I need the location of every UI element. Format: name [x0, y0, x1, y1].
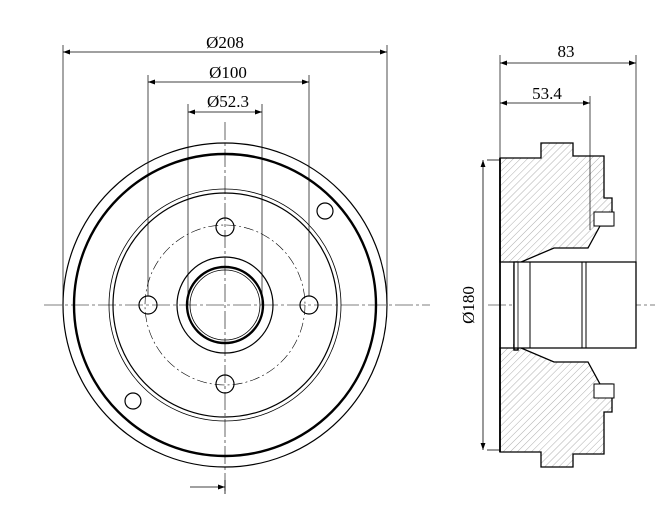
side-dimension-lines [480, 60, 636, 450]
front-extension-lines [62, 45, 388, 305]
bolt-hole-bottom [215, 374, 235, 394]
side-extension-lines [499, 55, 637, 262]
bolt-hole-top [215, 217, 235, 237]
center-bore-circle [185, 265, 265, 345]
adjuster-hole-lower-left [124, 392, 142, 410]
bolt-circle [144, 224, 306, 386]
drum-braking-surface-circle [72, 152, 378, 458]
center-bore-inner-circle [189, 269, 261, 341]
front-view [44, 45, 430, 494]
bolt-circle-label: Ø100 [209, 63, 247, 82]
hub-outer-circle [176, 256, 274, 354]
section-lower-body [499, 344, 613, 468]
drum-inner-circle [112, 192, 338, 418]
front-center-lines [44, 122, 430, 492]
side-view [480, 55, 655, 468]
outer-diameter-label: Ø208 [206, 33, 244, 52]
center-bore-label: Ø52.3 [207, 92, 249, 111]
overall-width-label: 83 [558, 42, 575, 61]
front-dimension-lines [63, 49, 387, 494]
section-hub-bore [513, 261, 637, 349]
stud-hole-upper [593, 211, 615, 227]
flange-offset-label: 53.4 [532, 84, 562, 103]
adjuster-hole-upper-right [316, 202, 334, 220]
hub-flange-circle [108, 188, 342, 422]
drum-inner-diameter-label: Ø180 [459, 286, 478, 324]
stud-hole-lower [593, 383, 615, 399]
